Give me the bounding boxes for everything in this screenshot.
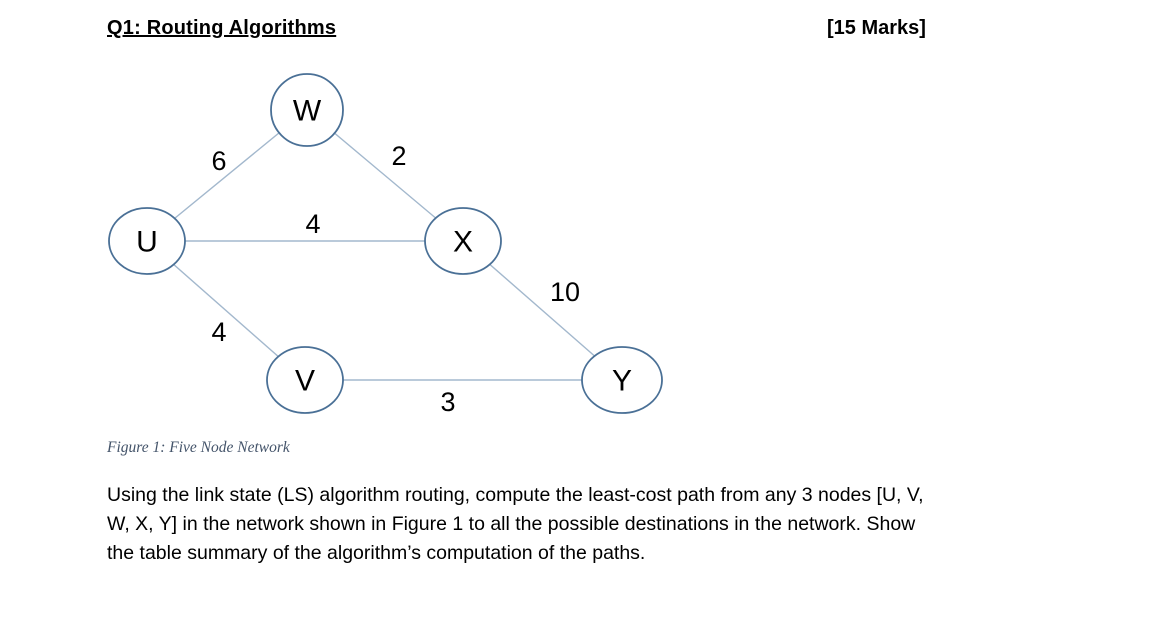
node-y — [581, 346, 663, 414]
edge-weight-u-x: 4 — [305, 209, 320, 239]
question-line: the table summary of the algorithm’s com… — [107, 542, 646, 564]
node-x — [424, 207, 502, 275]
figure-caption: Figure 1: Five Node Network — [107, 439, 290, 456]
edge-w-x — [306, 109, 464, 242]
edge-weight-x-y: 10 — [550, 277, 580, 307]
edge-x-y — [462, 240, 623, 381]
question-line: Using the link state (LS) algorithm rout… — [107, 484, 924, 506]
node-w — [270, 73, 344, 147]
marks-label: [15 Marks] — [827, 17, 926, 39]
edge-u-v — [146, 240, 306, 381]
edge-weight-w-x: 2 — [391, 141, 406, 171]
node-label-w: W — [293, 95, 322, 128]
node-label-v: V — [295, 365, 315, 398]
edge-weight-v-y: 3 — [440, 387, 455, 417]
edge-u-w — [146, 109, 308, 242]
edge-weight-u-v: 4 — [211, 317, 226, 347]
question-line: W, X, Y] in the network shown in Figure … — [107, 513, 916, 535]
question-title: Q1: Routing Algorithms — [107, 17, 337, 39]
node-u — [108, 207, 186, 275]
node-v — [266, 346, 344, 414]
edge-weight-u-w: 6 — [211, 146, 226, 176]
question-text: Using the link state (LS) algorithm rout… — [107, 481, 924, 568]
node-label-x: X — [453, 226, 473, 259]
node-label-y: Y — [612, 365, 632, 398]
node-label-u: U — [136, 226, 158, 259]
